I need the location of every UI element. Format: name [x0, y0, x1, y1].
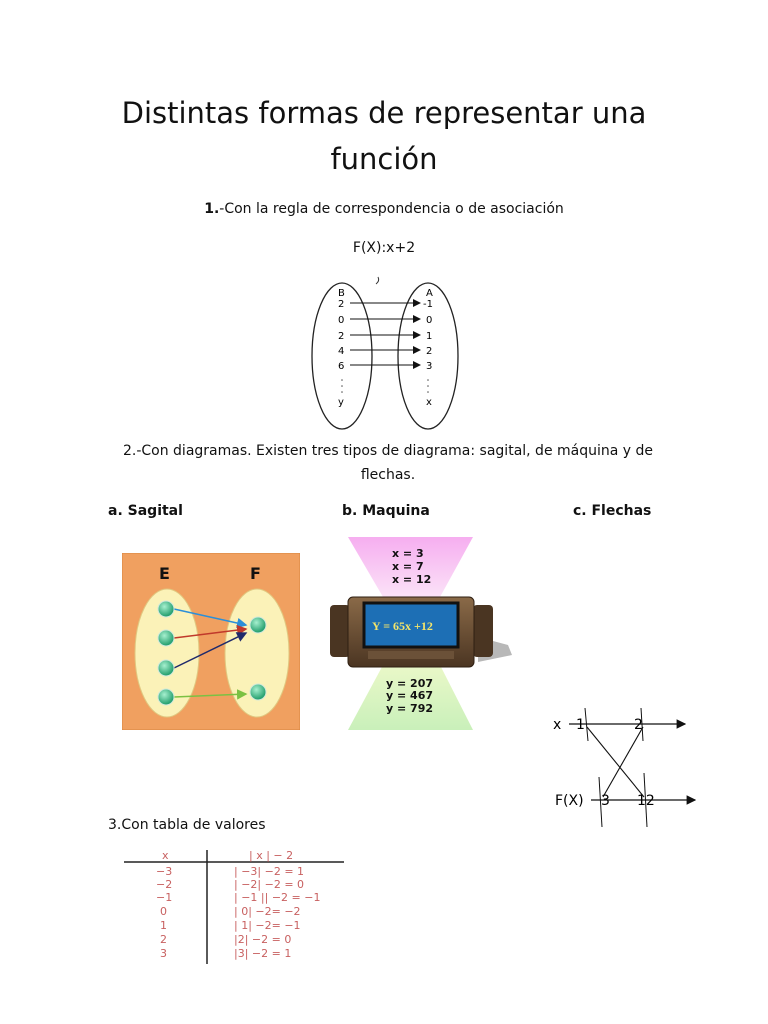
section-3-number: 3.: [108, 817, 122, 833]
left-value: 2: [338, 331, 344, 342]
table-cell-expr: |2| −2 = 0: [234, 933, 291, 946]
title-line-2: función: [330, 142, 438, 176]
left-value: 0: [338, 315, 344, 326]
machine-input: x = 3: [392, 547, 424, 560]
section-1-number: 1.: [204, 201, 220, 217]
machine-input: x = 7: [392, 560, 424, 573]
machine-output: y = 467: [386, 689, 433, 702]
right-value: 1: [426, 331, 432, 342]
table-cell-expr: | 0| −2= −2: [234, 905, 301, 918]
output-funnel: [348, 665, 473, 730]
flechas-diagram: x F(X) 1 2 3 12: [553, 707, 697, 828]
table-cell-x: 0: [160, 905, 167, 918]
mapping-diagram: B A 2 0 2 4 6 y -1 0 1 2 3 x: [311, 276, 459, 430]
section-2-line-2: flechas.: [360, 467, 416, 483]
left-value: y: [338, 397, 344, 408]
right-values: -1 0 1 2 3 x: [423, 299, 433, 408]
table-cell-x: 3: [160, 947, 167, 960]
machine-rule: Y = 65x +12: [372, 619, 433, 633]
right-value: x: [426, 397, 432, 408]
row-2-label: F(X): [555, 793, 584, 809]
machine-input: x = 12: [392, 573, 431, 586]
label-flechas: c. Flechas: [573, 503, 652, 519]
input-funnel: [348, 537, 473, 597]
section-1-text: -Con la regla de correspondencia o de as…: [219, 201, 564, 217]
values-table: x | x | − 2 −3 | −3| −2 = 1 −2 | −2| −2 …: [124, 849, 344, 964]
section-2-heading: 2.-Con diagramas. Existen tres tipos de …: [108, 439, 668, 487]
row-2-value: 3: [601, 793, 610, 809]
table-header-expr: | x | − 2: [249, 849, 293, 862]
table-cell-expr: |3| −2 = 1: [234, 947, 291, 960]
set-e-ellipse: [134, 588, 200, 718]
table-cell-x: −3: [156, 865, 172, 878]
element-dot: [157, 688, 175, 706]
left-values: 2 0 2 4 6 y: [338, 299, 344, 408]
machine-output: y = 207: [386, 677, 433, 690]
table-header-x: x: [162, 849, 169, 862]
element-dot: [249, 683, 267, 701]
right-value: -1: [423, 299, 433, 310]
label-sagital: a. Sagital: [108, 503, 183, 519]
machine-output: y = 792: [386, 702, 433, 715]
table-cell-expr: | −2| −2 = 0: [234, 878, 304, 891]
dots: [341, 379, 429, 393]
table-cell-expr: | −3| −2 = 1: [234, 865, 304, 878]
element-dot: [249, 616, 267, 634]
right-value: 2: [426, 346, 432, 357]
title-line-1: Distintas formas de representar una: [121, 96, 647, 130]
section-1-heading: 1.-Con la regla de correspondencia o de …: [0, 201, 768, 217]
row-2-value: 12: [637, 793, 655, 809]
table-cell-x: −2: [156, 878, 172, 891]
set-e-label: E: [159, 564, 170, 583]
set-f-label: F: [250, 564, 261, 583]
element-dot: [157, 629, 175, 647]
codomain-ellipse: [397, 282, 459, 430]
right-value: 3: [426, 361, 432, 372]
row-1-value: 1: [576, 717, 585, 733]
machine-screen: [362, 601, 460, 649]
element-dot: [157, 600, 175, 618]
left-value: 6: [338, 361, 344, 372]
right-value: 0: [426, 315, 432, 326]
formula: F(X):x+2: [352, 240, 416, 256]
left-value: 2: [338, 299, 344, 310]
mapping-arrows: [350, 299, 421, 369]
section-2-line-1: 2.-Con diagramas. Existen tres tipos de …: [122, 443, 654, 459]
sagital-diagram: E F: [122, 553, 300, 730]
table-cell-x: 2: [160, 933, 167, 946]
section-3-text: Con tabla de valores: [121, 817, 266, 833]
element-dot: [157, 659, 175, 677]
table-cell-expr: | 1| −2= −1: [234, 919, 301, 932]
table-cell-x: 1: [160, 919, 167, 932]
machine-diagram: Y = 65x +12 x = 3 x = 7 x = 12 y = 207 y…: [330, 537, 512, 730]
row-1-label: x: [553, 717, 561, 733]
table-cell-x: −1: [156, 891, 172, 904]
domain-ellipse: [311, 282, 373, 430]
section-3-heading: 3.Con tabla de valores: [108, 817, 266, 833]
label-maquina: b. Maquina: [342, 503, 430, 519]
table-cell-expr: | −1 || −2 = −1: [234, 891, 320, 904]
row-1-value: 2: [634, 717, 643, 733]
right-header: A: [426, 288, 433, 299]
page-title: Distintas formas de representar una func…: [0, 90, 768, 182]
left-value: 4: [338, 346, 344, 357]
left-header: B: [338, 288, 345, 299]
